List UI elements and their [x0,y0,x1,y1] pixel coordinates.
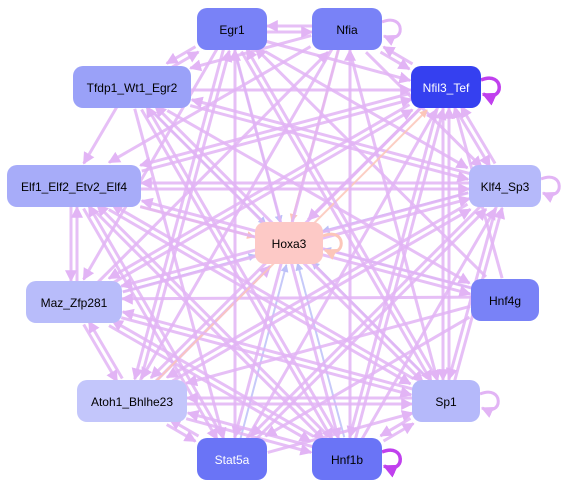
edge-stat5a-to-hoxa3 [239,263,289,440]
self-loop-nfil3 [480,76,501,106]
edge-maz-to-nfil3 [111,108,414,285]
edge-nfil3-to-klf4 [454,108,492,168]
node-label-maz: Maz_Zfp281 [41,296,108,310]
edge-tfdp1-to-hnf4g [166,109,471,285]
edge-klf4-to-atoh1 [165,202,469,379]
node-box-klf4 [469,165,541,207]
node-label-klf4: Klf4_Sp3 [481,180,530,194]
node-nfia: Nfia [312,8,382,50]
edge-sp1-to-egr1 [245,47,438,380]
node-tfdp1: Tfdp1_Wt1_Egr2 [73,66,191,108]
edge-sp1-to-elf1 [110,203,415,381]
self-loop-nfia [381,18,402,46]
node-label-hnf4g: Hnf4g [489,294,521,308]
edge-hnf1b-to-nfil3 [354,107,447,440]
edge-layer [65,20,506,456]
node-nfil3: Nfil3_Tef [411,66,481,108]
node-klf4: Klf4_Sp3 [469,165,541,207]
edge-klf4-to-nfil3 [459,105,497,165]
edge-atoh1-to-maz [87,320,124,380]
node-label-atoh1: Atoh1_Bhlhe23 [91,395,173,409]
edge-nfil3-to-elf1 [139,91,411,169]
edge-atoh1-to-klf4 [169,208,472,384]
edge-maz-to-atoh1 [82,323,119,383]
edge-hnf1b-to-hoxa3 [295,262,346,438]
node-label-stat5a: Stat5a [215,453,250,467]
node-label-elf1: Elf1_Elf2_Etv2_Elf4 [21,180,127,194]
node-box-hoxa3 [255,222,323,264]
edge-hnf1b-to-maz [110,319,315,438]
node-label-nfia: Nfia [336,23,358,37]
node-elf1: Elf1_Elf2_Etv2_Elf4 [7,165,141,207]
self-loop-sp1 [479,390,500,418]
node-label-sp1: Sp1 [435,395,457,409]
node-hoxa3: Hoxa3 [255,222,323,264]
edge-tfdp1-to-egr1 [168,50,200,70]
node-box-stat5a [197,438,267,480]
node-box-atoh1 [77,380,187,422]
edge-hnf1b-to-tfdp1 [145,105,339,438]
node-box-elf1 [7,165,141,207]
edge-stat5a-to-atoh1 [168,418,200,438]
self-loop-hnf1b [381,448,402,478]
edge-hnf1b-to-klf4 [360,207,497,441]
edge-nfil3-to-nfia [382,45,414,66]
node-label-hnf1b: Hnf1b [331,453,363,467]
edge-hnf1b-to-atoh1 [186,409,314,449]
node-sp1: Sp1 [412,380,480,422]
node-box-sp1 [412,380,480,422]
node-egr1: Egr1 [197,8,267,50]
edge-tfdp1-to-elf1 [82,105,119,165]
edge-egr1-to-tfdp1 [165,45,197,65]
edge-nfil3-to-hnf1b [346,106,439,439]
node-atoh1: Atoh1_Bhlhe23 [77,380,187,422]
edge-stat5a-to-elf1 [87,204,224,438]
node-maz: Maz_Zfp281 [26,281,122,323]
node-hnf4g: Hnf4g [471,279,539,321]
node-box-hnf4g [471,279,539,321]
edge-nfil3-to-maz [107,103,411,280]
edge-hnf1b-to-sp1 [382,422,415,443]
node-box-tfdp1 [73,66,191,108]
edge-nfia-to-atoh1 [140,47,334,380]
node-box-egr1 [197,8,267,50]
node-stat5a: Stat5a [197,438,267,480]
node-box-maz [26,281,122,323]
node-box-nfia [312,8,382,50]
edge-hnf1b-to-elf1 [96,203,330,437]
edge-atoh1-to-egr1 [139,49,233,382]
edge-stat5a-to-sp1 [267,410,414,454]
self-loop-hoxa3 [322,232,343,260]
edge-hnf4g-to-maz [120,292,471,305]
node-box-nfil3 [411,66,481,108]
self-loop-klf4 [540,175,561,203]
node-box-hnf1b [312,438,382,480]
edge-maz-to-hnf1b [108,324,312,443]
node-label-tfdp1: Tfdp1_Wt1_Egr2 [87,81,178,95]
node-label-hoxa3: Hoxa3 [272,237,307,251]
node-label-nfil3: Nfil3_Tef [423,81,470,95]
self-loop-layer [322,18,561,478]
node-label-egr1: Egr1 [219,23,245,37]
edge-elf1-to-nfil3 [141,96,413,173]
node-hnf1b: Hnf1b [312,438,382,480]
